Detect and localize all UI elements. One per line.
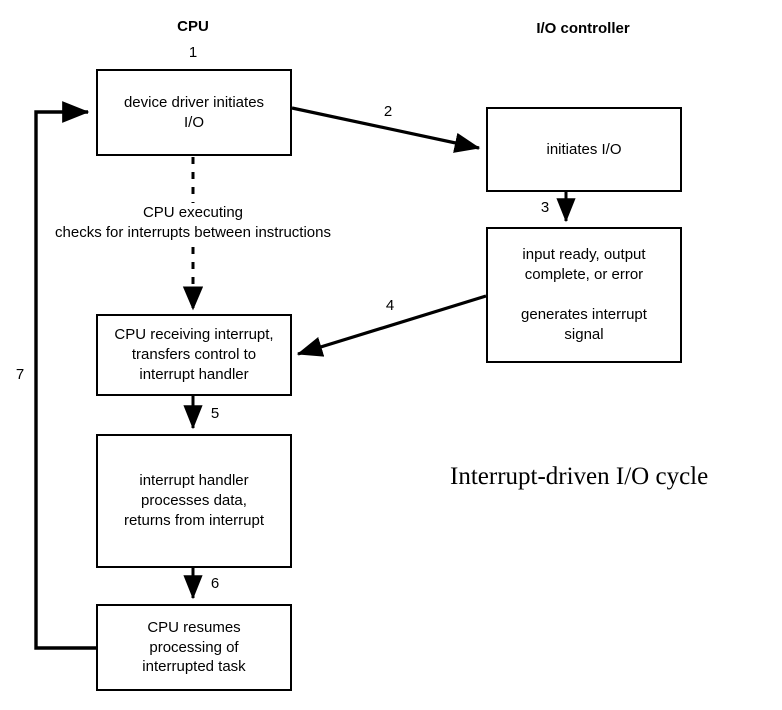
node-label: interrupt handler processes data, return… — [123, 472, 265, 529]
arrow-step-7-feedback-loop — [34, 101, 96, 650]
annotation-cpu-executing: CPU executing checks for interrupts betw… — [46, 203, 340, 244]
step-label-1: 1 — [188, 44, 198, 61]
node-label: CPU resumes processing of interrupted ta… — [142, 618, 246, 676]
node-initiates-io[interactable]: initiates I/O — [486, 107, 682, 192]
step-label-5: 5 — [210, 405, 220, 422]
node-input-ready-output-complete-or-error[interactable]: input ready, output complete, or error g… — [486, 227, 682, 363]
node-label: input ready, output complete, or error g… — [521, 246, 647, 343]
step-label-3: 3 — [540, 199, 550, 216]
node-device-driver-initiates-io[interactable]: device driver initiates I/O — [96, 69, 292, 156]
step-label-6: 6 — [210, 575, 220, 592]
node-label: device driver initiates I/O — [123, 93, 265, 131]
node-label: CPU receiving interrupt, transfers contr… — [114, 326, 274, 383]
step-label-7: 7 — [15, 366, 25, 383]
step-label-2: 2 — [383, 103, 393, 120]
column-header-io-controller: I/O controller — [536, 20, 630, 37]
node-cpu-resumes-processing[interactable]: CPU resumes processing of interrupted ta… — [96, 604, 292, 691]
node-cpu-receiving-interrupt[interactable]: CPU receiving interrupt, transfers contr… — [96, 314, 292, 396]
diagram-title-caption: Interrupt-driven I/O cycle — [450, 463, 709, 490]
node-label: initiates I/O — [546, 140, 622, 158]
step-label-4: 4 — [385, 297, 395, 314]
column-header-cpu: CPU — [177, 18, 209, 35]
node-interrupt-handler-processes-data[interactable]: interrupt handler processes data, return… — [96, 434, 292, 568]
